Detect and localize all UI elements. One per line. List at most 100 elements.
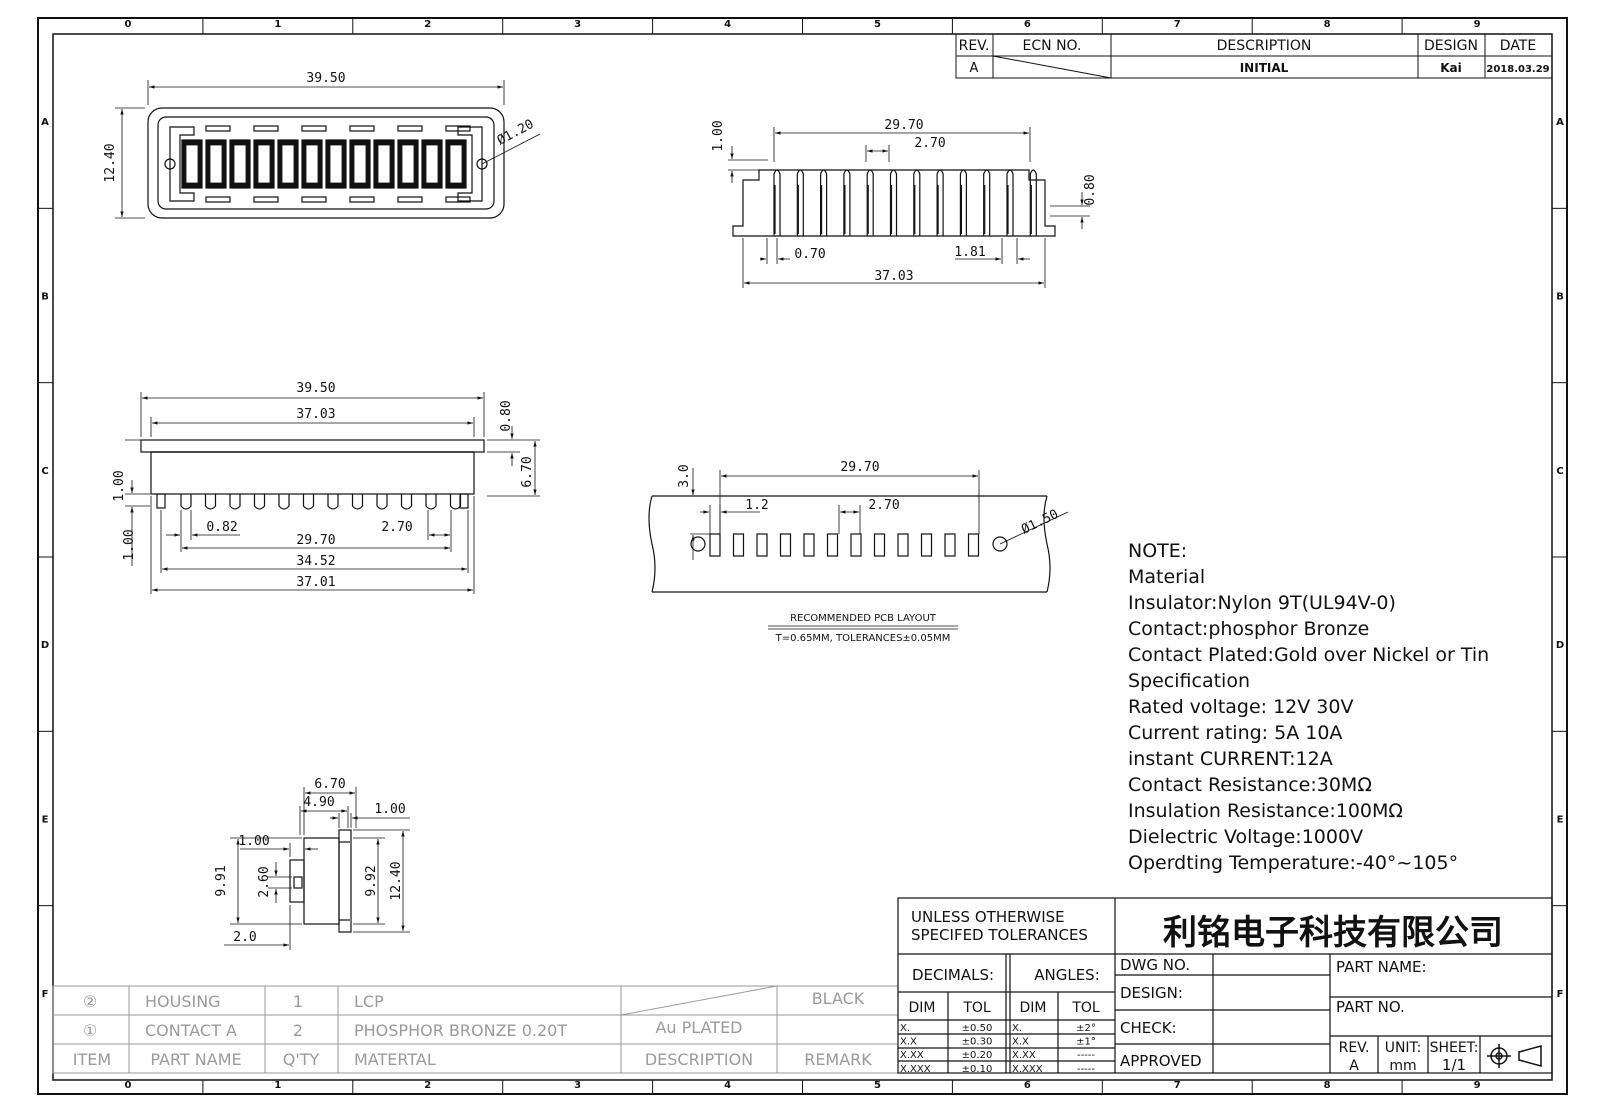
end-inner-height-dim: 9.92 bbox=[364, 865, 379, 896]
front-pitch-dim: 2.70 bbox=[914, 136, 945, 151]
contact-pin bbox=[820, 169, 828, 236]
pcb-pad bbox=[944, 533, 956, 557]
top-view-dims bbox=[115, 80, 541, 219]
end-view bbox=[289, 829, 352, 933]
key-mark bbox=[253, 196, 279, 203]
ang-tol-cell: ±2° bbox=[1076, 1023, 1096, 1034]
check-label: CHECK: bbox=[1120, 1019, 1177, 1037]
bom-row2-description: Au PLATED bbox=[655, 1018, 742, 1037]
zone-col-label: 7 bbox=[1174, 1080, 1181, 1091]
contact-pin bbox=[773, 169, 781, 236]
note-line: Rated voltage: 12V 30V bbox=[1128, 696, 1354, 718]
key-mark bbox=[205, 196, 231, 203]
solder-tail bbox=[376, 494, 388, 510]
zone-col-label: 9 bbox=[1474, 1080, 1481, 1091]
key-mark bbox=[253, 125, 279, 132]
pcb-pad bbox=[826, 533, 839, 557]
zone-col-label: 8 bbox=[1324, 19, 1331, 30]
end-total-height-dim: 12.40 bbox=[389, 861, 404, 900]
key-mark bbox=[349, 125, 375, 132]
zone-ticks bbox=[38, 18, 1567, 1094]
pcb-pad bbox=[897, 533, 909, 557]
zone-col-label: 8 bbox=[1324, 1080, 1331, 1091]
bom-header-material: MATERTAL bbox=[354, 1050, 436, 1069]
date-header: DATE bbox=[1500, 38, 1536, 54]
pcb-pad bbox=[967, 533, 980, 557]
ang-tol-cell: ----- bbox=[1077, 1064, 1095, 1075]
pcb-layout bbox=[648, 495, 1051, 593]
contact-pin bbox=[913, 169, 921, 236]
end-body-width-dim: 4.90 bbox=[303, 795, 334, 810]
pcb-pitch-dim: 2.70 bbox=[868, 498, 899, 513]
bom-row1-qty: 1 bbox=[293, 992, 303, 1011]
end-peg-height-dim: 2.60 bbox=[257, 866, 272, 897]
note-line: instant CURRENT:12A bbox=[1128, 748, 1333, 770]
dec-tol-cell: ±0.50 bbox=[962, 1023, 993, 1034]
key-mark bbox=[301, 196, 327, 203]
contact-pin bbox=[843, 169, 851, 236]
solder-tail bbox=[229, 494, 241, 510]
rev-header: REV. bbox=[959, 38, 990, 54]
zone-row-label: E bbox=[1557, 815, 1564, 826]
key-mark bbox=[397, 196, 423, 203]
part-no-label: PART NO. bbox=[1336, 998, 1405, 1016]
pcb-offset-dim: 1.2 bbox=[745, 498, 768, 513]
bom-header-part: PART NAME bbox=[150, 1050, 241, 1069]
zone-col-label: 1 bbox=[274, 1080, 281, 1091]
zone-col-label: 0 bbox=[124, 1080, 131, 1091]
design-header: DESIGN bbox=[1424, 38, 1478, 54]
zone-col-label: 0 bbox=[124, 19, 131, 30]
design-value: Kai bbox=[1440, 61, 1462, 75]
pcb-pad bbox=[920, 533, 933, 557]
pcb-pad bbox=[732, 533, 745, 557]
note-line: Material bbox=[1128, 566, 1205, 588]
pcb-span-dim: 29.70 bbox=[840, 460, 879, 475]
side-flange-dim: 0.80 bbox=[499, 400, 514, 431]
solder-tail bbox=[449, 494, 462, 510]
key-mark bbox=[349, 196, 375, 203]
contact-pin bbox=[866, 169, 874, 236]
solder-tail bbox=[278, 494, 290, 510]
description-value: INITIAL bbox=[1240, 61, 1289, 75]
zone-row-label: D bbox=[41, 640, 49, 651]
dwg-no-label: DWG NO. bbox=[1120, 956, 1190, 974]
contact-slot-window bbox=[378, 145, 390, 183]
pcb-pad bbox=[803, 533, 815, 557]
ang-tol-cell: ±1° bbox=[1076, 1037, 1096, 1048]
side-view-dims bbox=[125, 392, 540, 594]
note-line: Contact:phosphor Bronze bbox=[1128, 618, 1369, 640]
contact-pin bbox=[936, 169, 944, 236]
contact-slot-window bbox=[210, 145, 222, 183]
zone-col-label: 5 bbox=[874, 19, 881, 30]
approved-label: APPROVED bbox=[1120, 1052, 1202, 1070]
dec-tol-cell: ±0.10 bbox=[962, 1064, 993, 1075]
pcb-layout-title: RECOMMENDED PCB LAYOUT bbox=[790, 613, 937, 624]
zone-col-label: 3 bbox=[574, 19, 581, 30]
solder-tail bbox=[425, 494, 437, 510]
ang-dim-cell: X.XX bbox=[1012, 1050, 1036, 1061]
front-pin-height-dim: 1.00 bbox=[711, 120, 726, 151]
top-hole-dim: Ø1.20 bbox=[495, 117, 537, 149]
unit-label: UNIT: bbox=[1385, 1040, 1422, 1056]
rev-label: REV. bbox=[1339, 1040, 1370, 1056]
dec-dim-header: DIM bbox=[909, 1000, 936, 1016]
sheet-value: 1/1 bbox=[1442, 1056, 1466, 1074]
side-view bbox=[140, 439, 485, 510]
note-line: Contact Plated:Gold over Nickel or Tin bbox=[1128, 644, 1489, 666]
key-mark bbox=[205, 125, 231, 132]
dec-tol-header: TOL bbox=[962, 1000, 991, 1016]
sheet-label: SHEET: bbox=[1430, 1040, 1479, 1056]
dec-dim-cell: X.XXX bbox=[900, 1064, 931, 1075]
dec-dim-cell: X. bbox=[900, 1023, 910, 1034]
side-span2-dim: 34.52 bbox=[296, 554, 335, 569]
bom-header-remark: REMARK bbox=[804, 1050, 872, 1069]
bom-header-qty: Q'TY bbox=[283, 1050, 320, 1069]
ang-dim-header: DIM bbox=[1020, 1000, 1047, 1016]
contact-slot-window bbox=[306, 145, 318, 183]
rev-value: A bbox=[970, 61, 979, 76]
ang-dim-cell: X.X bbox=[1012, 1037, 1029, 1048]
contact-slot-window bbox=[282, 145, 294, 183]
pcb-layout-dims bbox=[690, 468, 1069, 630]
contact-pin bbox=[959, 169, 967, 236]
